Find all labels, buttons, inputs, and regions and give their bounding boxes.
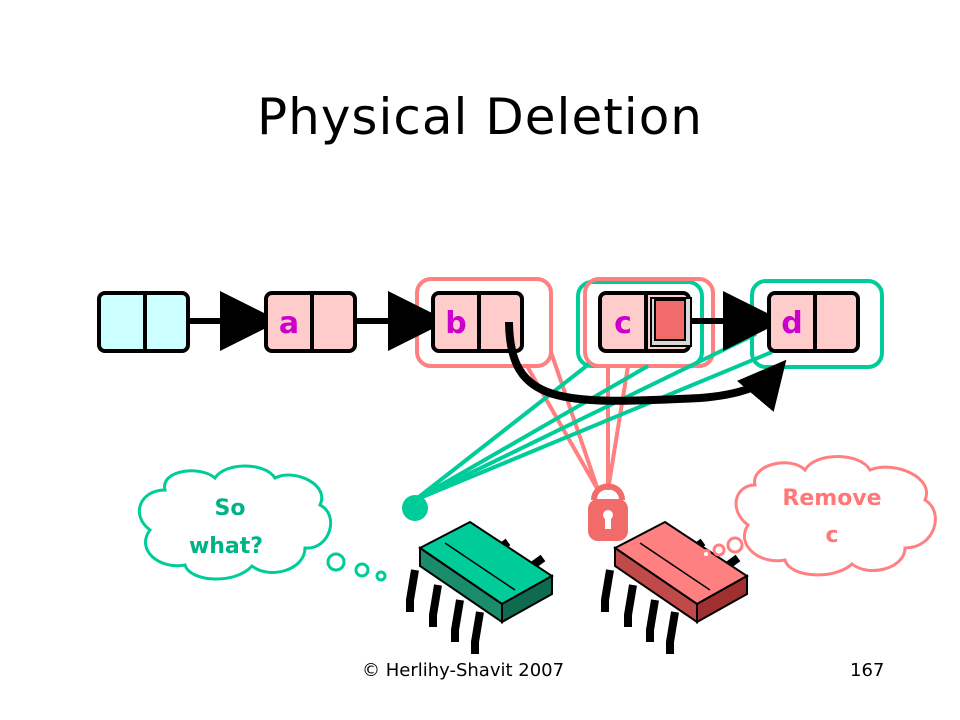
green-tether — [414, 350, 773, 502]
green-thought-bubble — [354, 562, 370, 578]
green-tether — [414, 332, 757, 502]
green-thought-bubble — [375, 570, 387, 582]
green-thread-chip-icon — [406, 520, 554, 654]
green-lock-ball — [402, 495, 428, 521]
red-thought-bubble — [726, 536, 744, 554]
red-thought-line2: c — [825, 523, 838, 548]
node-a: a — [264, 291, 357, 353]
node-b: b — [431, 291, 524, 353]
red-thought-bubble — [701, 549, 711, 559]
node-head — [97, 291, 190, 353]
red-thought-line1: Remove — [782, 486, 881, 511]
red-thought-bubble — [712, 543, 726, 557]
node-c: c — [598, 291, 692, 353]
pointer-b-to-d — [505, 321, 787, 412]
mark-bit — [654, 299, 686, 341]
node-d-label: d — [781, 306, 802, 341]
footer-page-number: 167 — [850, 660, 885, 681]
green-thought-line1: So — [215, 496, 246, 521]
node-c-label: c — [614, 306, 632, 341]
red-thread-chip-icon — [601, 520, 749, 654]
node-a-label: a — [279, 306, 299, 341]
footer-copyright: © Herlihy-Shavit 2007 — [362, 660, 565, 681]
node-b-label: b — [445, 306, 466, 341]
green-tether — [413, 362, 591, 502]
green-thought-cloud: So what? — [137, 464, 387, 582]
green-thought-bubble — [326, 552, 346, 572]
node-d: d — [767, 291, 860, 353]
red-tether — [606, 365, 630, 491]
red-thought-cloud: Remove c — [701, 455, 937, 577]
green-thought-line2: what? — [189, 534, 263, 559]
slide-title: Physical Deletion — [257, 88, 703, 146]
green-tether — [414, 364, 649, 502]
lock-icon — [588, 483, 628, 541]
lock-tethers — [413, 332, 773, 502]
